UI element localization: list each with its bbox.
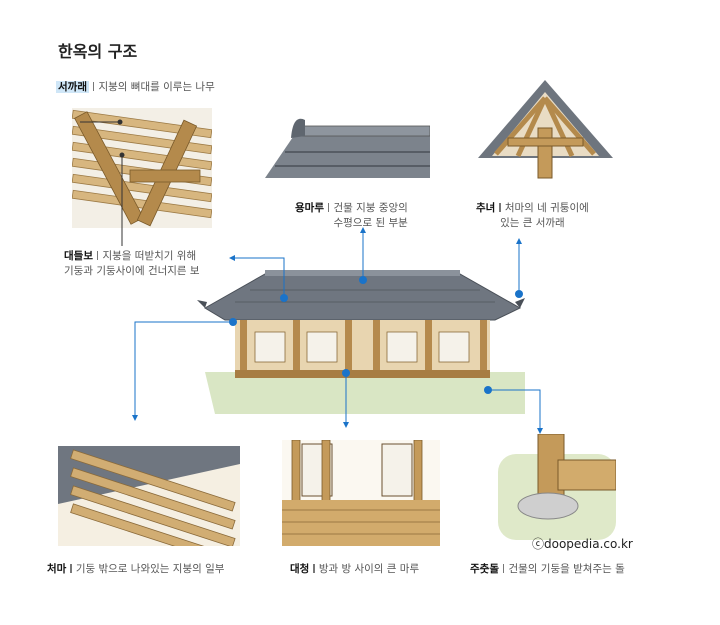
label-ridge-name: 용마루	[295, 202, 324, 214]
main-hall-illustration	[282, 440, 440, 546]
label-corner-rafter-desc-2: 있는 큰 서까래	[500, 217, 565, 229]
label-main-beam: 대들보 지붕을 떠받치기 위해 기둥과 기둥사이에 건너지른 보	[64, 249, 200, 279]
label-foundation-stone-desc: 건물의 기둥을 받쳐주는 돌	[508, 563, 625, 575]
label-rafter-name: 서까래	[56, 81, 89, 93]
copyright-credit: ⓒdoopedia.co.kr	[532, 537, 633, 551]
label-eaves-name: 처마	[47, 563, 67, 575]
label-eaves: 처마 기둥 밖으로 나와있는 지붕의 일부	[47, 562, 224, 577]
label-ridge-desc-1: 건물 지붕 중앙의	[333, 202, 408, 214]
label-foundation-stone-name: 주춧돌	[470, 563, 499, 575]
label-rafter: 서까래 지붕의 뼈대를 이루는 나무	[56, 80, 215, 95]
label-main-hall: 대청 방과 방 사이의 큰 마루	[290, 562, 419, 577]
label-main-beam-name: 대들보	[64, 250, 93, 262]
rafters-illustration	[72, 108, 212, 228]
eaves-illustration	[58, 446, 240, 546]
page-title: 한옥의 구조	[58, 42, 138, 61]
label-foundation-stone: 주춧돌 건물의 기둥을 받쳐주는 돌	[470, 562, 625, 577]
label-corner-rafter-name: 추녀	[476, 202, 496, 214]
ridge-illustration	[265, 108, 430, 183]
label-rafter-desc: 지붕의 뼈대를 이루는 나무	[98, 81, 215, 93]
label-ridge: 용마루 건물 지붕 중앙의 수평으로 된 부분	[295, 201, 408, 231]
foundation-stone-illustration	[498, 434, 616, 540]
label-ridge-desc-2: 수평으로 된 부분	[333, 217, 408, 229]
label-main-beam-desc-1: 지붕을 떠받치기 위해	[102, 250, 197, 262]
label-corner-rafter-desc-1: 처마의 네 귀퉁이에	[504, 202, 589, 214]
label-corner-rafter: 추녀 처마의 네 귀퉁이에 있는 큰 서까래	[476, 201, 589, 231]
corner-rafter-illustration	[478, 78, 613, 188]
label-main-hall-desc: 방과 방 사이의 큰 마루	[318, 563, 420, 575]
label-eaves-desc: 기둥 밖으로 나와있는 지붕의 일부	[75, 563, 225, 575]
label-main-hall-name: 대청	[290, 563, 310, 575]
label-main-beam-desc-2: 기둥과 기둥사이에 건너지른 보	[64, 265, 200, 277]
